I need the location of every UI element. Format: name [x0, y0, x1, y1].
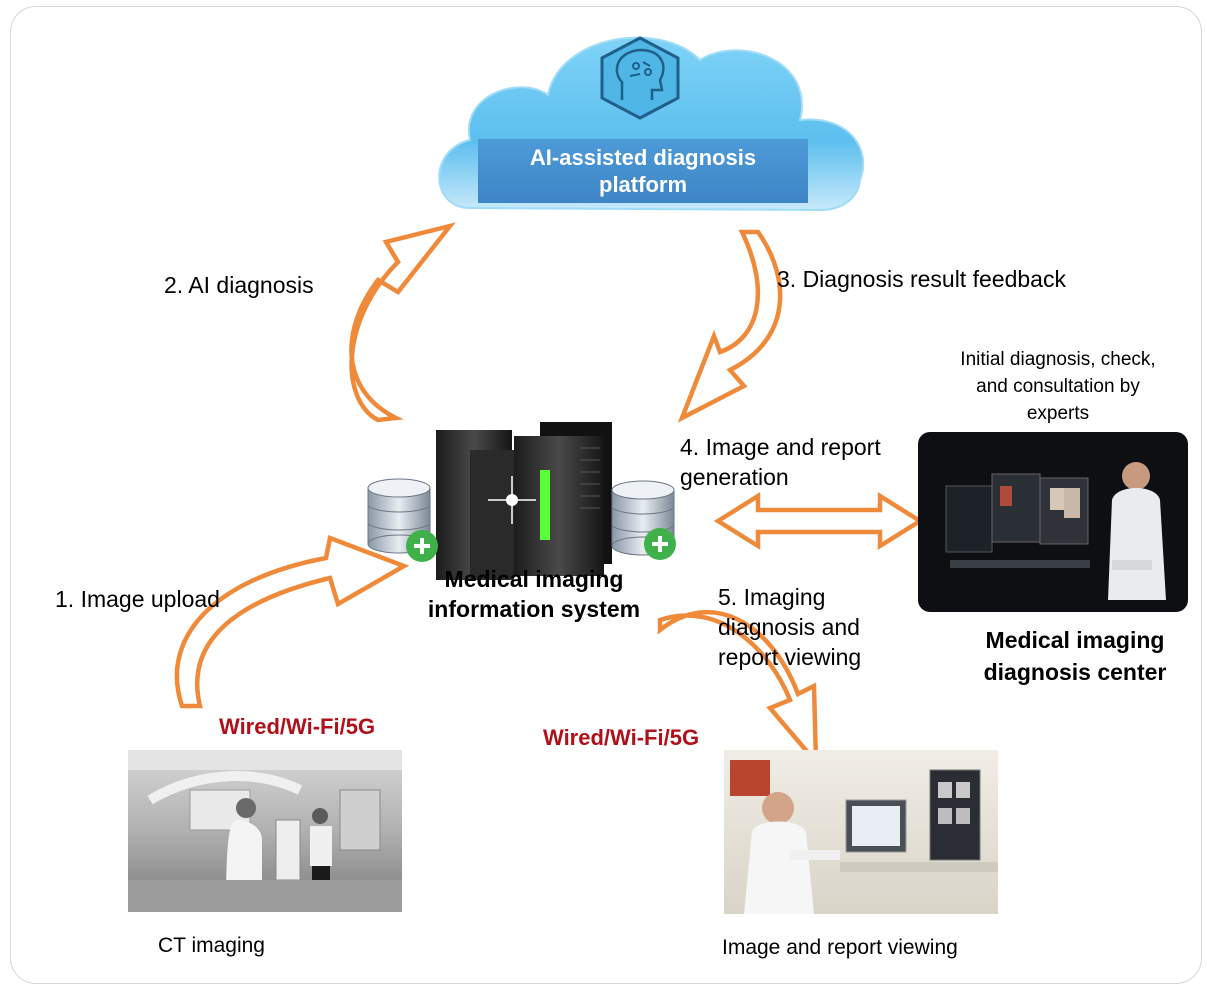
- diagram-frame: [10, 6, 1202, 984]
- diagnosis-center-photo: [918, 432, 1188, 612]
- center-note: Initial diagnosis, check, and consultati…: [960, 349, 1156, 424]
- arrow-ai-diagnosis: [349, 222, 456, 423]
- arrow-result-feedback: [677, 229, 783, 423]
- center-name: Medical imaging diagnosis center: [983, 627, 1167, 685]
- system-label: Medical imaging information system: [427, 566, 641, 622]
- step-5-label: 5. Imaging diagnosis and report viewing: [718, 584, 862, 670]
- step-1-label: 1. Image upload: [55, 586, 220, 612]
- network-label-right: Wired/Wi-Fi/5G: [543, 725, 700, 750]
- platform-title-line2: platform: [599, 172, 687, 197]
- network-label-left: Wired/Wi-Fi/5G: [219, 714, 376, 739]
- step-4-label: 4. Image and report generation: [680, 434, 881, 490]
- step-2-label: 2. AI diagnosis: [164, 272, 314, 298]
- platform-title-line1: AI-assisted diagnosis: [529, 145, 757, 170]
- step-3-label: 3. Diagnosis result feedback: [777, 266, 1066, 292]
- arrow-image-upload: [174, 534, 410, 709]
- server-cluster-icon: [436, 422, 612, 580]
- viewing-photo: [724, 750, 998, 914]
- ct-imaging-photo: [128, 750, 402, 912]
- arrow-report-viewing: [657, 610, 819, 769]
- ct-caption: CT imaging: [158, 934, 265, 957]
- viewing-caption: Image and report viewing: [722, 936, 958, 959]
- ai-head-icon: [600, 36, 680, 120]
- platform-box: AI-assisted diagnosis platform: [478, 139, 808, 203]
- database-icon: [367, 478, 438, 562]
- arrow-report-exchange: [713, 491, 925, 551]
- database-icon: [611, 480, 676, 560]
